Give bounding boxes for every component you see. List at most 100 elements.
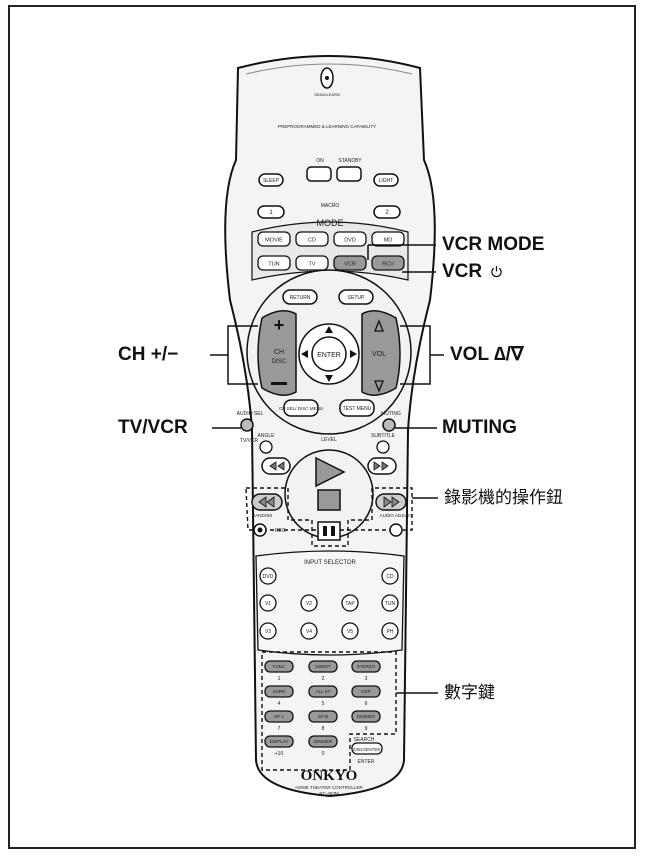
test-menu-button[interactable]: [339, 399, 375, 417]
num-key-10[interactable]: [264, 735, 294, 748]
macro-button-1[interactable]: [257, 205, 285, 219]
disc-enter-label: DISC/ENTER: [353, 747, 381, 752]
num-key-7-label: SP A: [274, 714, 284, 719]
mode-button-rcv[interactable]: [371, 255, 405, 271]
mode-button-dvd[interactable]: [333, 231, 367, 247]
mode-button-tun[interactable]: [257, 255, 291, 271]
num-key-5[interactable]: [308, 685, 338, 698]
input-button-tun[interactable]: [381, 594, 399, 612]
input-button-cd[interactable]: [381, 567, 399, 585]
mode-button-vcr[interactable]: [333, 255, 367, 271]
num-key-1[interactable]: [264, 660, 294, 673]
num-key-8-digit: 8: [322, 726, 325, 732]
input-button-v2[interactable]: [300, 594, 318, 612]
cursor-left-icon: [301, 350, 308, 358]
standby-button[interactable]: [336, 166, 362, 182]
callout-vcr-operations: 錄影機的操作鈕: [444, 488, 563, 508]
ch-sel-button[interactable]: [283, 399, 319, 417]
pause-button[interactable]: [317, 521, 341, 541]
mode-button-md[interactable]: [371, 231, 405, 247]
callout-ch: CH +/−: [118, 344, 179, 365]
angle-label: ANGLE: [258, 433, 276, 439]
num-key-11-digit: 0: [322, 751, 325, 757]
muting-button[interactable]: [382, 418, 396, 432]
light-button[interactable]: [373, 173, 399, 187]
pause-icon-left: [323, 526, 327, 536]
rewind-icon: [258, 496, 275, 508]
programmed-text: PREPROGRAMMED & LEARNING CAPABILITY: [278, 124, 376, 129]
num-key-6[interactable]: [351, 685, 381, 698]
num-key-10-label: DISPLAY: [270, 739, 289, 744]
input-selector-label: INPUT SELECTOR: [304, 560, 356, 566]
num-key-6-digit: 6: [365, 701, 368, 707]
sleep-button[interactable]: [258, 173, 284, 187]
num-key-11[interactable]: [308, 735, 338, 748]
enter-button[interactable]: [311, 336, 347, 372]
input-button-v4[interactable]: [300, 622, 318, 640]
input-button-tap[interactable]: [341, 594, 359, 612]
input-button-ph[interactable]: [381, 622, 399, 640]
input-button-v5[interactable]: [341, 622, 359, 640]
input-button-dvd[interactable]: [259, 567, 277, 585]
mode-button-movie[interactable]: [257, 231, 291, 247]
mode-button-cd[interactable]: [295, 231, 329, 247]
angle-button[interactable]: [259, 440, 273, 454]
rec-icon: [257, 527, 263, 533]
subtitle-label: SUBTITLE: [371, 433, 396, 439]
num-key-5-digit: 5: [322, 701, 325, 707]
num-key-8[interactable]: [308, 710, 338, 723]
macro-button-2[interactable]: [373, 205, 401, 219]
tv-vcr-button[interactable]: [240, 418, 254, 432]
ch-label: CH: [274, 349, 284, 356]
callout-vcr-power: VCR: [442, 261, 503, 283]
num-key-8-label: SP B: [318, 714, 328, 719]
num-key-1-digit: 1: [278, 676, 281, 682]
setup-button[interactable]: [338, 289, 374, 305]
input-button-v1-label: V1: [265, 601, 271, 607]
num-key-9[interactable]: [351, 710, 381, 723]
mode-button-tv-label: TV: [308, 262, 315, 268]
cursor-up-icon: [325, 326, 333, 333]
play-button[interactable]: [315, 456, 346, 488]
callout-vcr-mode: VCR MODE: [442, 234, 545, 255]
send-learn-label: SEND/LEARN: [314, 92, 340, 97]
callout-vcr-power-text: VCR: [442, 261, 483, 282]
skip-fwd-icon: [373, 461, 389, 471]
num-key-10-digit: +10: [275, 751, 284, 757]
input-button-v3[interactable]: [259, 622, 277, 640]
num-key-5-label: ALL ST: [316, 689, 331, 694]
num-key-4[interactable]: [264, 685, 294, 698]
num-key-9-label: DIMMER: [357, 714, 376, 719]
pause-icon-right: [331, 526, 335, 536]
ffwd-icon: [383, 496, 400, 508]
search-label: SEARCH: [354, 737, 375, 743]
subtitle-button[interactable]: [376, 440, 390, 454]
stop-button[interactable]: [317, 489, 341, 511]
mode-button-tv[interactable]: [295, 255, 329, 271]
input-button-v1[interactable]: [259, 594, 277, 612]
return-button[interactable]: [282, 289, 318, 305]
controller-subtitle: HOME THEATER CONTROLLER: [295, 785, 363, 790]
audio-adjust-button[interactable]: [389, 523, 403, 537]
callout-vol: VOL ∆/∇: [450, 344, 524, 365]
num-key-1-label: FUNC: [273, 664, 286, 669]
num-key-3[interactable]: [351, 660, 381, 673]
callout-tv-vcr: TV/VCR: [118, 417, 188, 438]
ch-minus-icon: [271, 382, 287, 385]
num-key-7[interactable]: [264, 710, 294, 723]
num-key-2[interactable]: [308, 660, 338, 673]
on-button[interactable]: [306, 166, 332, 182]
ch-rocker[interactable]: [257, 310, 297, 396]
input-button-v2-label: V2: [306, 601, 312, 607]
audio-sel-label: AUDIO SEL: [237, 411, 264, 417]
brand-logo: ONKYO: [301, 768, 358, 784]
num-key-3-digit: 3: [365, 676, 368, 682]
muting-small-label: MUTING: [381, 411, 401, 417]
disc-enter-button[interactable]: [351, 742, 383, 755]
vcr-operation-region: [245, 487, 413, 547]
num-key-4-digit: 4: [278, 701, 281, 707]
vol-rocker[interactable]: [361, 310, 401, 396]
sleep-label: SLEEP: [263, 178, 280, 184]
vol-up-icon: [374, 319, 384, 332]
